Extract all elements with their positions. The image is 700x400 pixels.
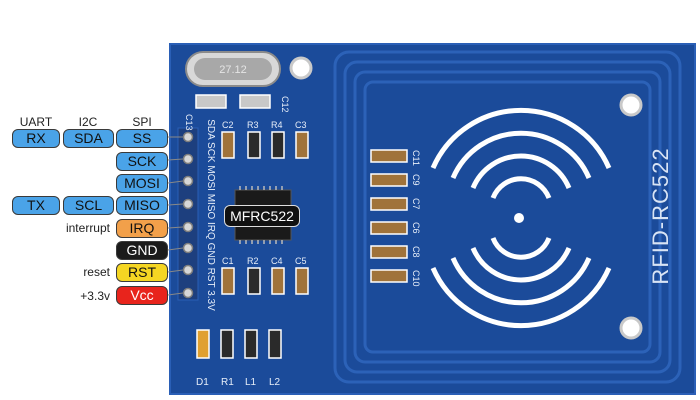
smd-components-top <box>195 94 309 159</box>
pin-uart-rx: RX <box>12 129 60 148</box>
header-i2c: I2C <box>78 115 98 129</box>
label-c4: C4 <box>271 256 283 266</box>
label-c3: C3 <box>295 120 307 130</box>
pin-rst: RST <box>116 263 168 282</box>
crystal-oscillator: 27.12 <box>185 51 281 87</box>
pin-mosi: MOSI <box>116 174 168 193</box>
label-c13: C13 <box>184 114 194 131</box>
antenna-coil <box>333 50 682 384</box>
board-title: RFID-RC522 <box>648 147 673 284</box>
label-r3: R3 <box>247 120 259 130</box>
mounting-holes <box>289 56 643 340</box>
label-c11: C11 <box>411 150 421 166</box>
crystal-label: 27.12 <box>219 64 247 76</box>
pin-uart-tx: TX <box>12 196 60 215</box>
pin-miso: MISO <box>116 196 168 215</box>
header-spi: SPI <box>132 115 152 129</box>
label-l2: L2 <box>269 377 281 388</box>
pin-vcc: Vcc <box>116 286 168 305</box>
smd-components-bottom <box>196 329 282 359</box>
label-d1: D1 <box>196 377 209 388</box>
label-c6: C6 <box>411 222 421 234</box>
label-c10: C10 <box>411 270 421 287</box>
label-c1: C1 <box>222 256 234 266</box>
pin-gnd: GND <box>116 241 168 260</box>
pin-leader-lines <box>167 136 184 296</box>
pin-i2c-sda: SDA <box>63 129 114 148</box>
label-r4: R4 <box>271 120 283 130</box>
header-pins <box>177 127 199 301</box>
pcb-edge <box>169 43 696 395</box>
pin-irq: IRQ <box>116 219 168 238</box>
vcc-description: +3.3v <box>80 289 110 303</box>
label-c12: C12 <box>280 96 290 113</box>
label-r1: R1 <box>221 377 234 388</box>
label-c5: C5 <box>295 256 307 266</box>
label-l1: L1 <box>245 377 257 388</box>
label-c7: C7 <box>411 198 421 210</box>
rfid-symbol <box>430 107 612 329</box>
header-uart: UART <box>19 115 53 129</box>
label-c9: C9 <box>411 174 421 186</box>
header-silkscreen: SDA SCK MOSI MISO IRQ GND RST 3.3V <box>205 119 216 311</box>
chip-name-label: MFRC522 <box>224 205 300 227</box>
smd-components-middle <box>221 267 309 295</box>
label-c2: C2 <box>222 120 234 130</box>
label-r2: R2 <box>247 256 259 266</box>
irq-description: interrupt <box>65 221 110 235</box>
pin-sck: SCK <box>116 152 168 171</box>
pin-ss: SS <box>116 129 168 148</box>
rst-description: reset <box>83 265 110 279</box>
capacitor-column <box>370 149 408 283</box>
pin-i2c-scl: SCL <box>63 196 114 215</box>
label-c8: C8 <box>411 246 421 258</box>
